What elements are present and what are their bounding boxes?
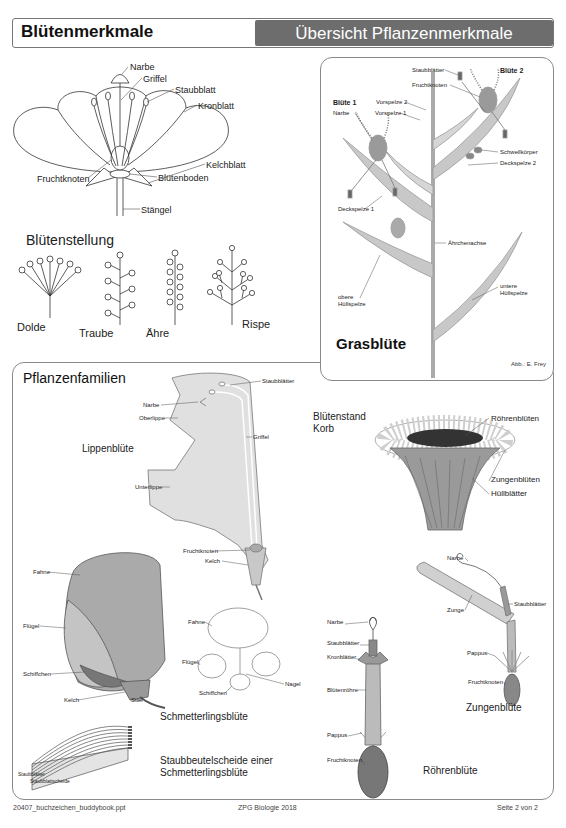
part-label: Unterlippe — [135, 484, 162, 491]
figure-title: Traube — [79, 327, 113, 340]
part-label: Oberlippe — [139, 415, 165, 422]
footer-text: 20407_buchzeichen_buddybook.ppt — [13, 804, 126, 812]
part-label: Stiel — [131, 697, 143, 704]
figure-title: Zungenblüte — [466, 702, 522, 714]
figure-title: Ähre — [146, 327, 169, 340]
families-panel: Pflanzenfamilien — [12, 362, 554, 800]
node-title: Pflanzenfamilien — [23, 370, 126, 386]
credit-note: Abb.: E. Frey — [511, 361, 546, 368]
part-label: Kelchblatt — [206, 160, 246, 170]
part-label: Nagel — [285, 681, 301, 688]
figure-title: Dolde — [17, 321, 46, 334]
part-label: Flügel — [182, 659, 198, 666]
part-label: Narbe — [327, 619, 343, 626]
part-label: Staubblätter — [412, 67, 444, 74]
part-label: Pappus — [467, 650, 487, 657]
node-title: Grasblüte — [336, 335, 406, 352]
part-label: Schiffchen — [199, 690, 227, 697]
part-label: Kronblatt — [198, 101, 234, 111]
part-label: Deckspelze 1 — [338, 206, 374, 213]
header-box: Blütenmerkmale Übersicht Pflanzenmerkmale — [12, 18, 554, 48]
figure-title: Blüte 2 — [500, 67, 523, 75]
part-label: Fruchtknoten — [37, 174, 90, 184]
part-label: Staubblätter — [18, 772, 45, 778]
part-label: Vorspelze 2 — [376, 99, 407, 106]
part-label: Blütenboden — [158, 173, 209, 183]
part-label: Staubblätter — [327, 640, 359, 647]
inflorescence-illustration — [19, 245, 255, 325]
part-label: Zunge — [447, 607, 464, 614]
figure-title: Röhrenblüte — [423, 765, 477, 777]
part-label: Röhrenblüten — [491, 414, 539, 423]
part-label: Pappus — [327, 732, 347, 739]
part-label: Ährchenachse — [448, 240, 486, 247]
part-label: Staubblätter — [514, 601, 546, 608]
figure-title: Rispe — [242, 318, 270, 331]
part-label: Schiffchen — [23, 671, 51, 678]
part-label: Schwellkörper — [500, 149, 538, 156]
part-label: Narbe — [130, 62, 155, 72]
part-label: Staubblattscheide — [30, 779, 70, 785]
part-label: Flügel — [23, 623, 39, 630]
part-label: Griffel — [253, 434, 269, 441]
part-label: Vorspelze 1 — [375, 110, 406, 117]
section-heading: Blütenstellung — [26, 232, 114, 248]
part-label: Fruchtknoten — [412, 82, 447, 89]
figure-title: Lippenblüte — [82, 443, 134, 455]
part-label: Zungenblüten — [491, 475, 540, 484]
part-label: Staubblatt — [175, 85, 216, 95]
part-label: Kelch — [64, 697, 79, 704]
part-label: Griffel — [143, 74, 167, 84]
figure-title: Blütenstand Korb — [313, 411, 373, 434]
header-band: Übersicht Pflanzenmerkmale — [255, 20, 553, 46]
part-label: Fahne — [188, 619, 205, 626]
part-label: Narbe — [447, 555, 463, 562]
node-title: Übersicht Pflanzenmerkmale — [255, 24, 553, 44]
part-label: Kelch — [205, 558, 220, 565]
figure-title: Staubbeutelscheide einer Schmetterlingsb… — [160, 755, 310, 778]
part-label: Narbe — [333, 110, 349, 117]
figure-title: Blüte 1 — [333, 99, 356, 107]
part-label: Stängel — [141, 205, 172, 215]
part-label: Narbe — [143, 402, 159, 409]
part-label: Fruchtknoten — [468, 679, 503, 686]
part-label: Fahne — [33, 569, 50, 576]
figure-title: Schmetterlingsblüte — [160, 711, 248, 723]
part-label: Staubblätter — [262, 378, 294, 385]
part-label: Kronblätter — [327, 654, 356, 661]
part-label: Deckspelze 2 — [500, 160, 536, 167]
flower-illustration — [14, 67, 229, 216]
node-title: Blütenmerkmale — [21, 22, 153, 42]
part-label: Hüllblätter — [491, 489, 527, 498]
part-label: Fruchtknoten — [183, 548, 218, 555]
part-label: untere Hüllspelze — [500, 283, 532, 297]
footer-text: Seite 2 von 2 — [497, 804, 538, 812]
part-label: Blütenröhre — [327, 687, 358, 694]
part-label: Fruchtknoten — [327, 757, 362, 764]
footer-text: ZPG Biologie 2018 — [238, 804, 297, 812]
part-label: obere Hüllspelze — [338, 294, 370, 308]
